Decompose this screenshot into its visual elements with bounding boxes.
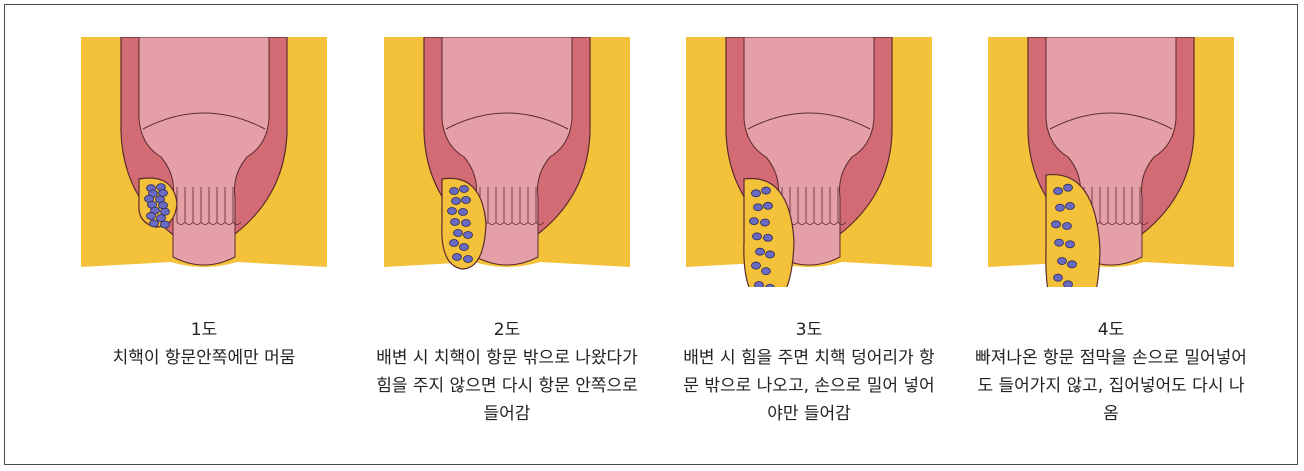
stage-1-description: 치핵이 항문안쪽에만 머뭄 (89, 344, 319, 372)
illustration-row (0, 37, 1304, 297)
stage-1-caption: 1도 치핵이 항문안쪽에만 머뭄 (54, 316, 354, 372)
anal-canal-diagram (384, 37, 630, 287)
anal-canal-diagram (81, 37, 327, 287)
stage-3-illustration (686, 37, 932, 287)
stage-3-description: 배변 시 힘을 주면 치핵 덩어리가 항문 밖으로 나오고, 손으로 밀어 넣어… (678, 344, 940, 428)
stage-3-label: 3도 (659, 316, 959, 344)
stage-2-illustration (384, 37, 630, 287)
stage-1-illustration (81, 37, 327, 287)
stage-2-description: 배변 시 치핵이 항문 밖으로 나왔다가 힘을 주지 않으면 다시 항문 안쪽으… (371, 344, 643, 428)
stage-4-description: 빠져나온 항문 점막을 손으로 밀어넣어도 들어가지 않고, 집어넣어도 다시 … (975, 344, 1247, 428)
stage-1-label: 1도 (54, 316, 354, 344)
anal-canal-diagram (686, 37, 932, 287)
stage-2-label: 2도 (357, 316, 657, 344)
anal-canal-diagram (988, 37, 1234, 287)
stage-4-illustration (988, 37, 1234, 287)
stage-4-caption: 4도 빠져나온 항문 점막을 손으로 밀어넣어도 들어가지 않고, 집어넣어도 … (961, 316, 1261, 428)
stage-4-label: 4도 (961, 316, 1261, 344)
stage-2-caption: 2도 배변 시 치핵이 항문 밖으로 나왔다가 힘을 주지 않으면 다시 항문 … (357, 316, 657, 428)
stage-3-caption: 3도 배변 시 힘을 주면 치핵 덩어리가 항문 밖으로 나오고, 손으로 밀어… (659, 316, 959, 428)
